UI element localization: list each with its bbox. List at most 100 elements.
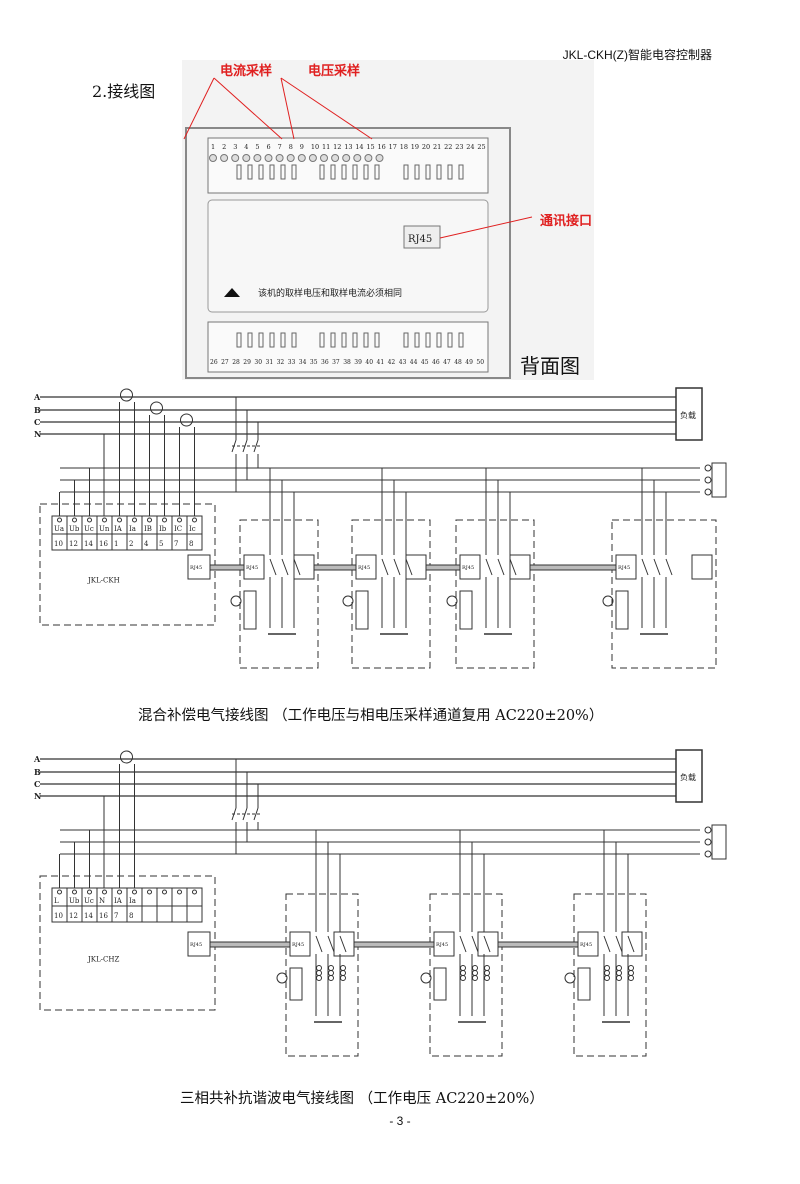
terminal-screw	[286, 154, 295, 162]
terminal-number: 34	[299, 359, 307, 366]
current-transformer-icon	[180, 413, 193, 427]
pin	[436, 164, 442, 180]
pin	[280, 332, 286, 348]
pin	[447, 164, 453, 180]
pin	[269, 332, 275, 348]
terminal-number: 5	[159, 540, 163, 548]
terminal-screw	[364, 154, 373, 162]
pin	[374, 332, 380, 348]
pin	[414, 164, 420, 180]
load-box	[675, 387, 703, 441]
wire	[253, 807, 259, 821]
pin	[236, 332, 242, 348]
rj45-label: RJ45	[580, 942, 592, 948]
wire	[627, 935, 635, 953]
terminal-number: 7	[114, 912, 118, 920]
terminal-screw	[320, 154, 328, 162]
terminal-cell	[186, 533, 203, 551]
reactor-coil-icon	[616, 965, 622, 971]
terminal-number: 39	[354, 359, 362, 366]
pin	[258, 332, 264, 348]
terminal-number: 37	[332, 359, 340, 366]
diagram1-caption: 混合补偿电气接线图 （工作电压与相电压采样通道复用 AC220±20%）	[138, 708, 604, 724]
bus-label-A: A	[33, 754, 41, 764]
bus-label-C: C	[34, 779, 40, 789]
terminal-number: 3	[233, 143, 237, 151]
reactor-coil-icon	[340, 975, 346, 981]
capacitor-module	[351, 519, 431, 669]
wire	[405, 558, 413, 576]
reactor-coil-icon	[316, 965, 322, 971]
terminal	[704, 826, 712, 834]
bus-label-B: B	[34, 405, 41, 415]
terminal-screw	[132, 889, 137, 895]
pin	[458, 332, 464, 348]
terminal-number: 33	[288, 359, 296, 366]
pin	[403, 332, 409, 348]
terminal-screw	[102, 889, 107, 895]
pin	[363, 332, 369, 348]
rj45-label: RJ45	[246, 565, 258, 571]
terminal-number: 16	[378, 143, 386, 151]
terminal-name: Ic	[189, 525, 196, 533]
terminal-name: Uc	[84, 897, 94, 905]
current-transformer-icon	[120, 388, 133, 402]
terminal-number: 46	[432, 359, 440, 366]
load-box	[675, 749, 703, 803]
rj45-label: RJ45	[190, 942, 202, 948]
terminal-number: 1	[211, 143, 215, 151]
wire	[485, 558, 493, 576]
terminal-number: 20	[422, 143, 430, 151]
wire	[315, 935, 323, 953]
terminal-screw	[117, 517, 122, 523]
terminal-screw	[275, 154, 284, 162]
reactor-coil-icon	[328, 970, 334, 976]
terminal	[704, 838, 712, 846]
wire	[497, 558, 505, 576]
reactor-coil-icon	[472, 965, 478, 971]
wire	[381, 558, 389, 576]
terminal-name: Uc	[84, 525, 94, 533]
rj45-box	[477, 931, 499, 957]
rj45-label: RJ45	[408, 234, 432, 245]
terminal-screw	[57, 889, 62, 895]
rj45-port	[403, 225, 441, 249]
pin	[280, 164, 286, 180]
terminal-number: 41	[377, 359, 385, 366]
reactor-coil-icon	[460, 975, 466, 981]
comm-cable	[425, 564, 461, 571]
pin	[374, 164, 380, 180]
terminal-number: 14	[84, 540, 93, 548]
wire	[327, 935, 335, 953]
terminal-number: 47	[443, 359, 451, 366]
reactor-coil-icon	[316, 970, 322, 976]
terminal-cell	[141, 887, 158, 907]
terminal-number: 22	[444, 143, 452, 151]
pin	[414, 332, 420, 348]
terminal-name: Ub	[69, 525, 80, 533]
reactor-coil-icon	[328, 975, 334, 981]
terminal-screw	[177, 517, 182, 523]
terminal-name: IB	[144, 525, 152, 533]
bus-label-B: B	[34, 767, 41, 777]
terminal-number: 23	[455, 143, 463, 151]
terminal-screw	[253, 154, 262, 162]
terminal-number: 42	[388, 359, 396, 366]
terminal-number: 50	[476, 359, 484, 366]
terminal-number: 36	[321, 359, 329, 366]
terminal-screw	[342, 154, 351, 162]
pin	[341, 332, 347, 348]
terminal-number: 27	[221, 359, 229, 366]
capacitor-module	[573, 893, 647, 1057]
comm-cable	[497, 941, 579, 948]
terminal-screw	[177, 889, 182, 895]
terminal-screw	[220, 154, 229, 162]
reactor-coil-icon	[340, 965, 346, 971]
terminal-screw	[297, 154, 306, 162]
pin	[403, 164, 409, 180]
terminal-screw	[87, 517, 92, 523]
wire	[183, 77, 215, 140]
wire	[483, 935, 491, 953]
wire	[253, 439, 259, 453]
wire	[280, 77, 295, 140]
